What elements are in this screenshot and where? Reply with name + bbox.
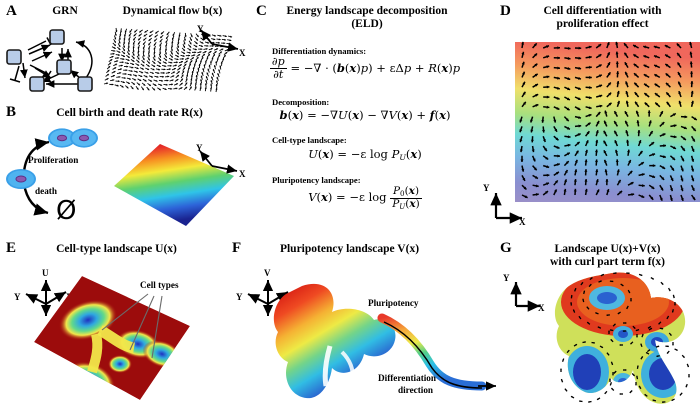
panel-d-axis-y-label: Y: [483, 183, 490, 193]
panel-a-axes: [198, 22, 246, 56]
panel-d-title-line2: proliferation effect: [556, 18, 649, 30]
panel-c-title-line1: Energy landscape decomposition: [286, 5, 448, 17]
eq-dynamics-body: = −∇ · (b(x)p) + εΔp + R(x)p: [290, 60, 461, 75]
grn-node: [29, 76, 45, 92]
panel-b-axes: [196, 142, 244, 178]
panel-a-grn-diagram: [2, 22, 100, 100]
panel-g-title-line2: with curl part term f(x): [550, 256, 665, 268]
panel-f-annotation-differentiation-line2: direction: [398, 385, 434, 395]
panel-b-birth-death-diagram: [4, 126, 109, 226]
panel-f-axis-z-label: V: [264, 268, 271, 278]
panel-c-section-label-pluripotency: Pluripotency landscape:: [272, 175, 361, 185]
panel-f-annotation-differentiation-line1: Differentiation: [378, 373, 437, 383]
panel-e-axes: [18, 272, 76, 322]
panel-e-axis-y-label: Y: [14, 292, 21, 302]
panel-b-proliferation-label: Proliferation: [28, 155, 79, 165]
single-cell: [6, 169, 36, 189]
panel-e-annotation-cell-types: Cell types: [140, 280, 179, 290]
eq-dynamics-numerator: ∂p: [269, 55, 287, 69]
grn-node: [56, 59, 72, 75]
panel-e-axis-z-label: U: [42, 268, 49, 278]
grn-node: [49, 29, 65, 45]
panel-d-title-line1: Cell differentiation with: [543, 5, 662, 17]
panel-b-death-label: death: [35, 186, 57, 196]
panel-a-title-grn: GRN: [52, 5, 78, 17]
grn-node: [6, 49, 22, 65]
panel-f-axis-y-label: Y: [236, 292, 243, 302]
panel-d-axes: [486, 186, 530, 228]
panel-f-annotation-pluripotency: Pluripotency: [368, 298, 419, 308]
panel-b-letter: B: [6, 104, 17, 120]
panel-b-null-symbol: Ø: [56, 196, 77, 226]
panel-c-equation-decomposition: b(x) = −∇U(x) − ∇V(x) + f(x): [279, 108, 451, 122]
panel-a-axis-y-label: Y: [197, 24, 204, 34]
panel-a-axis-x-label: X: [239, 48, 246, 58]
panel-c-letter: C: [256, 3, 267, 19]
panel-d-axis-x-label: X: [519, 217, 526, 227]
panel-c-title-line2: (ELD): [351, 18, 383, 30]
panel-e-leader-lines: [100, 288, 210, 373]
panel-b-rate-surface: [112, 142, 237, 230]
panel-g-letter: G: [500, 240, 512, 256]
panel-d-vector-field-heatmap: [515, 41, 700, 202]
panel-f-title: Pluripotency landscape V(x): [279, 243, 420, 255]
panel-c-section-label-dynamics: Differentiation dynamics:: [272, 46, 367, 56]
panel-c-equation-celltype: U(x) = −ε log PU(x): [308, 147, 422, 163]
panel-g-curl-landscape: [545, 272, 700, 410]
panel-d-letter: D: [500, 3, 511, 19]
panel-e-letter: E: [6, 240, 17, 256]
panel-c-equation-pluripotency: V(x) = −ε log P0(x) PU(x): [308, 185, 422, 211]
panel-b-axis-x-label: X: [239, 169, 246, 179]
panel-f-letter: F: [232, 240, 242, 256]
panel-c-equation-dynamics: ∂p ∂t = −∇ · (b(x)p) + εΔp + R(x)p: [266, 56, 464, 81]
panel-g-axes: [506, 276, 550, 318]
panel-e-landscape-surface: [30, 272, 195, 407]
panel-g-title-line1: Landscape U(x)+V(x): [554, 243, 661, 255]
panel-f-differentiation-tube: [377, 310, 508, 405]
eq-dynamics-denominator: ∂t: [273, 67, 284, 81]
panel-a-title-flow: Dynamical flow b(x): [122, 5, 223, 17]
panel-b-axis-y-label: Y: [196, 143, 203, 153]
panel-a-letter: A: [6, 3, 17, 19]
panel-c-section-label-celltype: Cell-type landscape:: [272, 135, 347, 145]
divided-cells: [48, 128, 98, 148]
panel-c-section-label-decomposition: Decomposition:: [272, 97, 330, 107]
panel-f-axes: [240, 272, 298, 322]
panel-a-flow-field: [102, 22, 242, 94]
panel-e-title: Cell-type landscape U(x): [56, 243, 177, 255]
panel-g-axis-y-label: Y: [503, 273, 510, 283]
panel-f-pluripotency-surface: [268, 282, 403, 407]
grn-node: [77, 76, 93, 92]
panel-g-axis-x-label: X: [538, 303, 545, 313]
panel-b-title: Cell birth and death rate R(x): [56, 107, 203, 119]
